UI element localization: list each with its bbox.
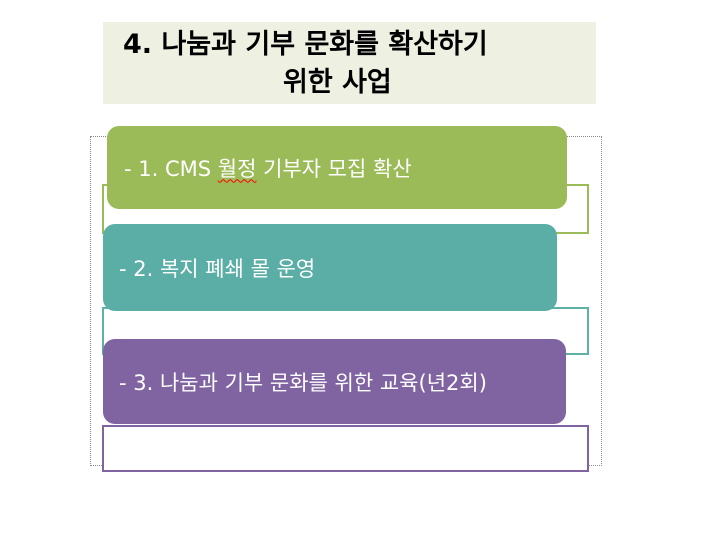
slide-title-line2: 위한 사업 — [283, 67, 392, 98]
item-1-label: - 1. CMS 월정 기부자 모집 확산 — [124, 156, 412, 181]
item-1-bar[interactable]: - 1. CMS 월정 기부자 모집 확산 — [107, 126, 567, 209]
slide-title-line1: 4. 나눔과 기부 문화를 확산하기 — [123, 29, 488, 60]
item-3-bar[interactable]: - 3. 나눔과 기부 문화를 위한 교육(년2회) — [103, 339, 566, 424]
item-3-bracket — [102, 425, 589, 472]
item-2-bar[interactable]: - 2. 복지 폐쇄 몰 운영 — [103, 224, 557, 311]
item-2-label: - 2. 복지 폐쇄 몰 운영 — [119, 256, 316, 281]
spellcheck-word: 월정 — [217, 156, 257, 181]
item-3-label: - 3. 나눔과 기부 문화를 위한 교육(년2회) — [119, 370, 487, 395]
title-box: 4. 나눔과 기부 문화를 확산하기 위한 사업 — [103, 22, 596, 104]
